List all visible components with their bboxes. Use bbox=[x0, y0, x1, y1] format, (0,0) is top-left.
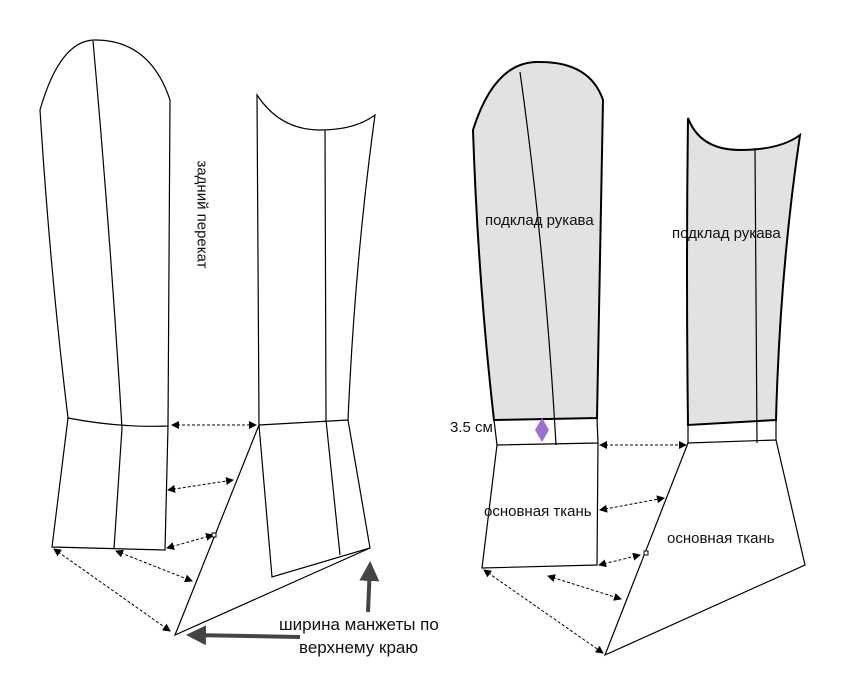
left-sleeve-piece bbox=[39, 39, 171, 427]
lining-left-seam bbox=[519, 71, 557, 446]
cuff-note-line2: верхнему краю bbox=[299, 638, 419, 657]
right-inner-seam bbox=[324, 129, 341, 556]
measurement-label: 3.5 см bbox=[450, 419, 493, 436]
lining-right-strip bbox=[687, 420, 777, 444]
lining-right-seam bbox=[754, 147, 758, 444]
main-fabric-left-label: основная ткань bbox=[484, 503, 592, 520]
main-right-cuff bbox=[603, 439, 806, 657]
main-fabric-right-label: основная ткань bbox=[667, 530, 775, 547]
right-cuff-line bbox=[258, 419, 349, 426]
main-left-cuff bbox=[481, 442, 599, 569]
left-inner-seam bbox=[92, 40, 123, 429]
lining-right-piece bbox=[686, 117, 802, 427]
cuff-construction bbox=[173, 424, 371, 637]
left-cuff bbox=[51, 417, 169, 551]
marker-diamond bbox=[535, 418, 549, 442]
lining-left-strip bbox=[493, 417, 599, 446]
back-roll-label: задний перекат bbox=[193, 160, 211, 269]
callout-arrows bbox=[186, 561, 380, 646]
measure-arrows bbox=[53, 421, 687, 654]
lining-right-label: подклад рукава bbox=[672, 225, 781, 242]
cuff-note-line1: ширина манжеты по bbox=[279, 615, 439, 634]
right-sleeve-piece bbox=[256, 92, 376, 578]
lining-left-piece bbox=[471, 60, 605, 422]
lining-left-label: подклад рукава bbox=[485, 212, 594, 229]
